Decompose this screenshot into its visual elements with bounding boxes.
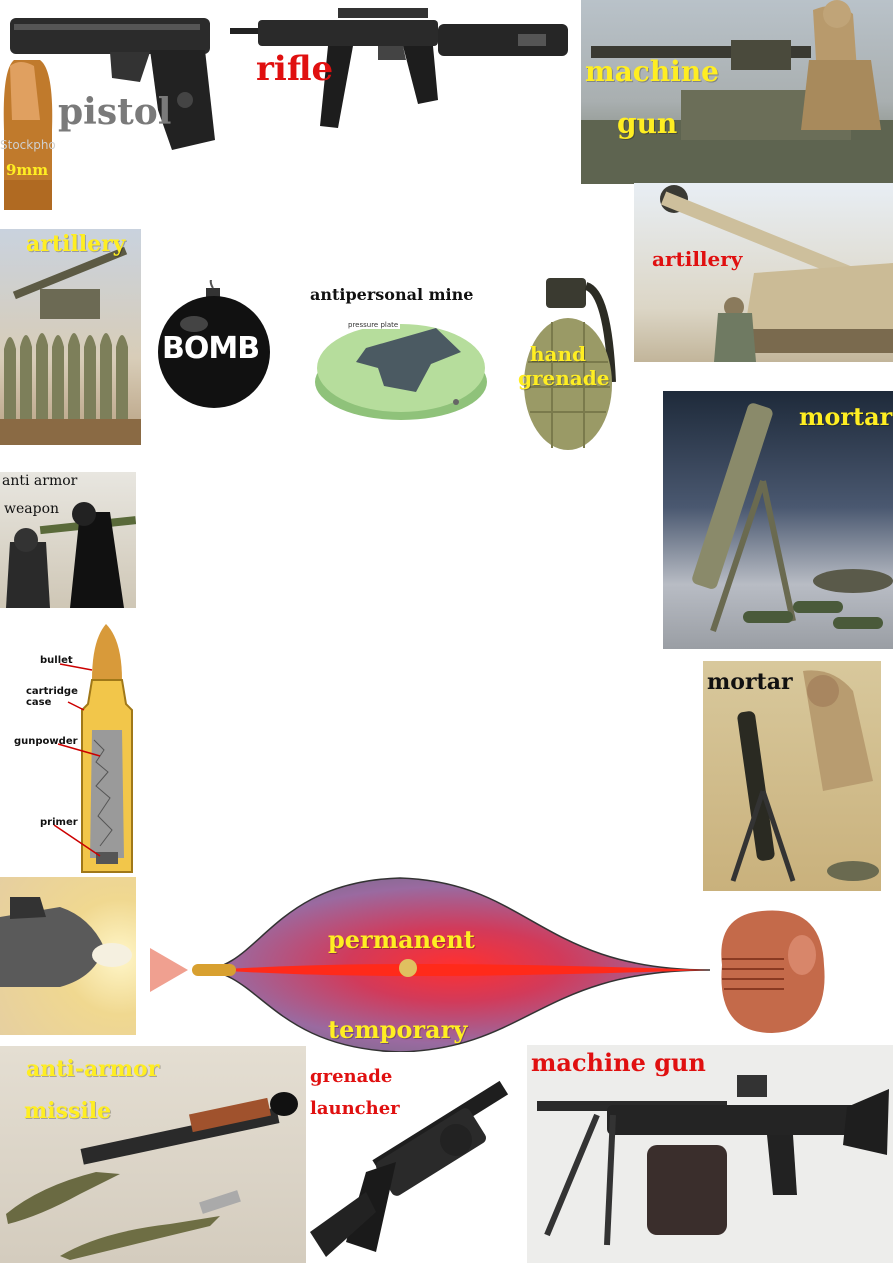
pistol-image: Stockpho pistol 9mm <box>0 0 220 218</box>
stock-watermark: Stockpho <box>0 138 56 152</box>
cartridge-diagram: bullet cartridge case gunpowder primer <box>0 620 160 878</box>
wound-permanent-label: permanent <box>328 925 475 954</box>
artillery-shells-scene <box>0 246 141 445</box>
machine-gun-photo: machine gun <box>581 0 893 184</box>
hand-grenade-label-line1: hand <box>530 342 587 366</box>
muzzle-blast-photo <box>0 877 136 1035</box>
wound-cavity-illustration <box>150 877 711 1052</box>
bomb-label: BOMB <box>162 331 260 366</box>
grenade-launcher-label-line2: launcher <box>310 1098 400 1119</box>
artillery-vehicle-scene <box>660 185 893 362</box>
machine-gun-label-line2: gun <box>617 107 678 140</box>
muzzle-blast-scene <box>0 897 132 987</box>
deformed-bullet-illustration <box>721 910 825 1033</box>
artillery-label-right: artillery <box>652 247 743 271</box>
machine-gun-bottom-image: machine gun <box>527 1045 893 1263</box>
wound-temporary-label: temporary <box>328 1015 468 1044</box>
rifle-illustration <box>230 8 568 128</box>
mortar-photo-top: mortar <box>663 391 893 649</box>
cartridge-illustration <box>53 624 133 873</box>
mortar-tripod-scene <box>692 403 893 632</box>
bomb-illustration <box>158 280 270 408</box>
anti-armor-missile-photo: anti-armor missile <box>0 1046 306 1263</box>
anti-armor-weapon-scene <box>6 502 136 608</box>
anti-armor-missile-label-line1: anti-armor <box>26 1056 160 1082</box>
mortar-label-bottom: mortar <box>707 669 793 695</box>
anti-armor-weapon-label-line1: anti armor <box>2 473 78 489</box>
caliber-label: 9mm <box>6 161 49 179</box>
grenade-illustration <box>524 278 616 450</box>
pistol-illustration <box>3 18 215 210</box>
antipersonal-mine-image: antipersonal mine pressure plate <box>306 282 496 432</box>
anti-armor-missile-label-line2: missile <box>24 1098 112 1124</box>
rifle-image: rifle <box>228 0 573 140</box>
cartridge-part-case: cartridge case <box>26 686 78 708</box>
machine-gun-label-bottom: machine gun <box>531 1048 706 1077</box>
rpg-scene <box>6 1092 298 1260</box>
machine-gun-bottom-illustration <box>537 1075 889 1246</box>
rifle-label: rifle <box>256 49 334 89</box>
cartridge-part-primer: primer <box>40 817 78 828</box>
machine-gun-label-line1: machine <box>585 55 719 88</box>
artillery-label-left: artillery <box>26 231 126 257</box>
anti-armor-weapon-label-line2: weapon <box>4 501 60 517</box>
bomb-image: BOMB <box>148 280 280 412</box>
cartridge-part-gunpowder: gunpowder <box>14 736 78 747</box>
cartridge-part-bullet: bullet <box>40 655 73 666</box>
machine-gun-scene <box>581 0 893 184</box>
mine-illustration <box>315 324 487 420</box>
wound-ballistics-diagram: permanent temporary <box>140 872 720 1052</box>
grenade-launcher-image: grenade launcher <box>306 1062 520 1263</box>
artillery-photo-right: artillery <box>634 183 893 362</box>
mine-tag: pressure plate <box>346 321 401 329</box>
grenade-launcher-label-line1: grenade <box>310 1066 393 1087</box>
mortar-label-top: mortar <box>799 402 893 431</box>
antipersonal-mine-label: antipersonal mine <box>310 285 474 304</box>
mortar-photo-bottom: mortar <box>703 661 881 891</box>
mortar-soldier-scene <box>730 670 879 882</box>
hand-grenade-label-line2: grenade <box>518 366 610 390</box>
grenade-launcher-illustration <box>310 1080 509 1257</box>
hand-grenade-image: hand grenade <box>512 272 624 457</box>
pistol-label: pistol <box>58 91 172 133</box>
deformed-bullet-image <box>712 905 832 1037</box>
anti-armor-weapon-photo: anti armor weapon <box>0 472 136 608</box>
artillery-photo-left: artillery <box>0 229 141 445</box>
